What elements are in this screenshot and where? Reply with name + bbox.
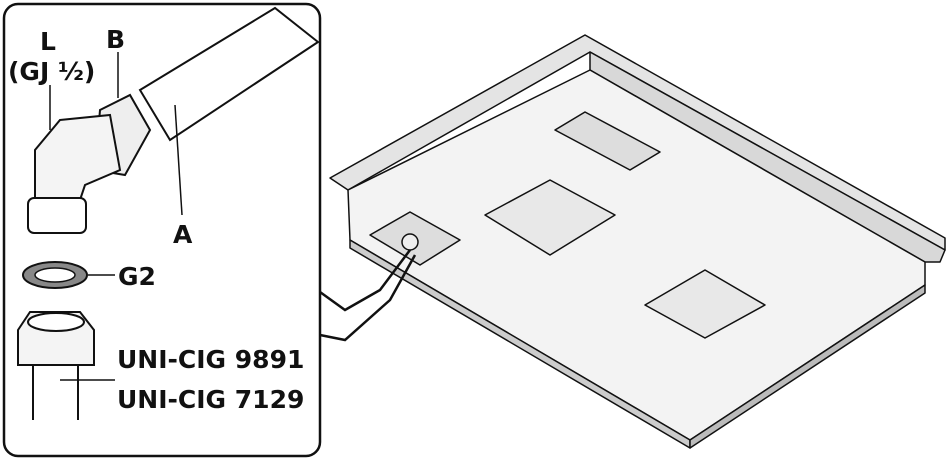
label-leaders bbox=[49, 52, 183, 381]
burner-housing-1 bbox=[484, 179, 616, 256]
label-uni-cig-7129: UNI-CIG 7129 bbox=[117, 385, 304, 414]
hose-nut-opening bbox=[27, 312, 85, 332]
label-b: B bbox=[106, 25, 125, 54]
label-a: A bbox=[173, 220, 193, 249]
hob-illustration bbox=[329, 34, 946, 449]
label-l: L bbox=[40, 27, 56, 56]
vent-opening bbox=[554, 111, 661, 171]
elbow-l bbox=[34, 113, 122, 201]
pipe-a bbox=[138, 6, 320, 142]
hose-pipe bbox=[32, 365, 79, 420]
hob-right-edge bbox=[689, 284, 926, 449]
label-uni-cig-9891: UNI-CIG 9891 bbox=[117, 345, 304, 374]
burner-housing-2 bbox=[644, 269, 766, 339]
hob-right-wall bbox=[589, 51, 946, 263]
label-g2: G2 bbox=[118, 262, 156, 291]
gas-fitting bbox=[401, 233, 419, 251]
callout-leader bbox=[319, 249, 417, 342]
label-l-spec: (GJ ½) bbox=[8, 57, 95, 86]
gasket-hole bbox=[34, 267, 76, 283]
elbow-thread bbox=[27, 197, 87, 234]
